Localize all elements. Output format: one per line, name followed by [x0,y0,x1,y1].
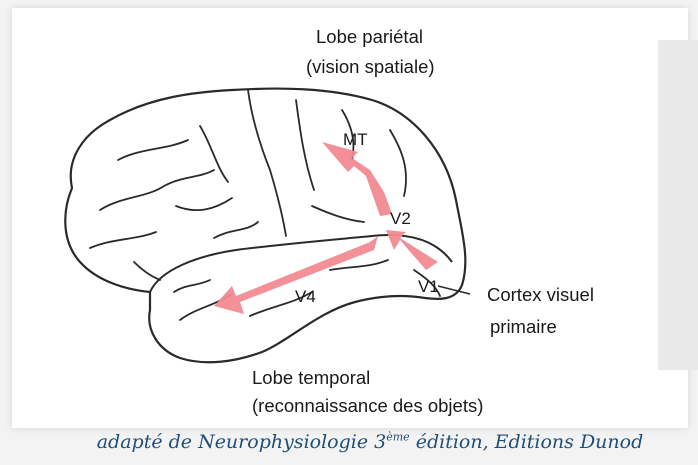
parietal-lobe-title: Lobe pariétal [316,25,423,49]
v1-label: V1 [418,275,439,299]
source-caption: adapté de Neurophysiologie 3ème édition,… [50,429,690,455]
temporal-lobe-title: Lobe temporal [252,366,370,390]
caption-superscript: ème [386,431,409,444]
v2-label: V2 [390,207,411,231]
caption-text-end: édition, Editions Dunod [410,431,644,453]
parietal-lobe-subtitle: (vision spatiale) [306,55,435,79]
mt-label: MT [343,128,368,152]
caption-text-start: adapté de Neurophysiologie 3 [97,431,387,453]
v4-label: V4 [295,285,316,309]
cortex-label-line2: primaire [490,315,557,339]
temporal-lobe-subtitle: (reconnaissance des objets) [252,394,483,418]
cortex-label-line1: Cortex visuel [487,283,594,307]
